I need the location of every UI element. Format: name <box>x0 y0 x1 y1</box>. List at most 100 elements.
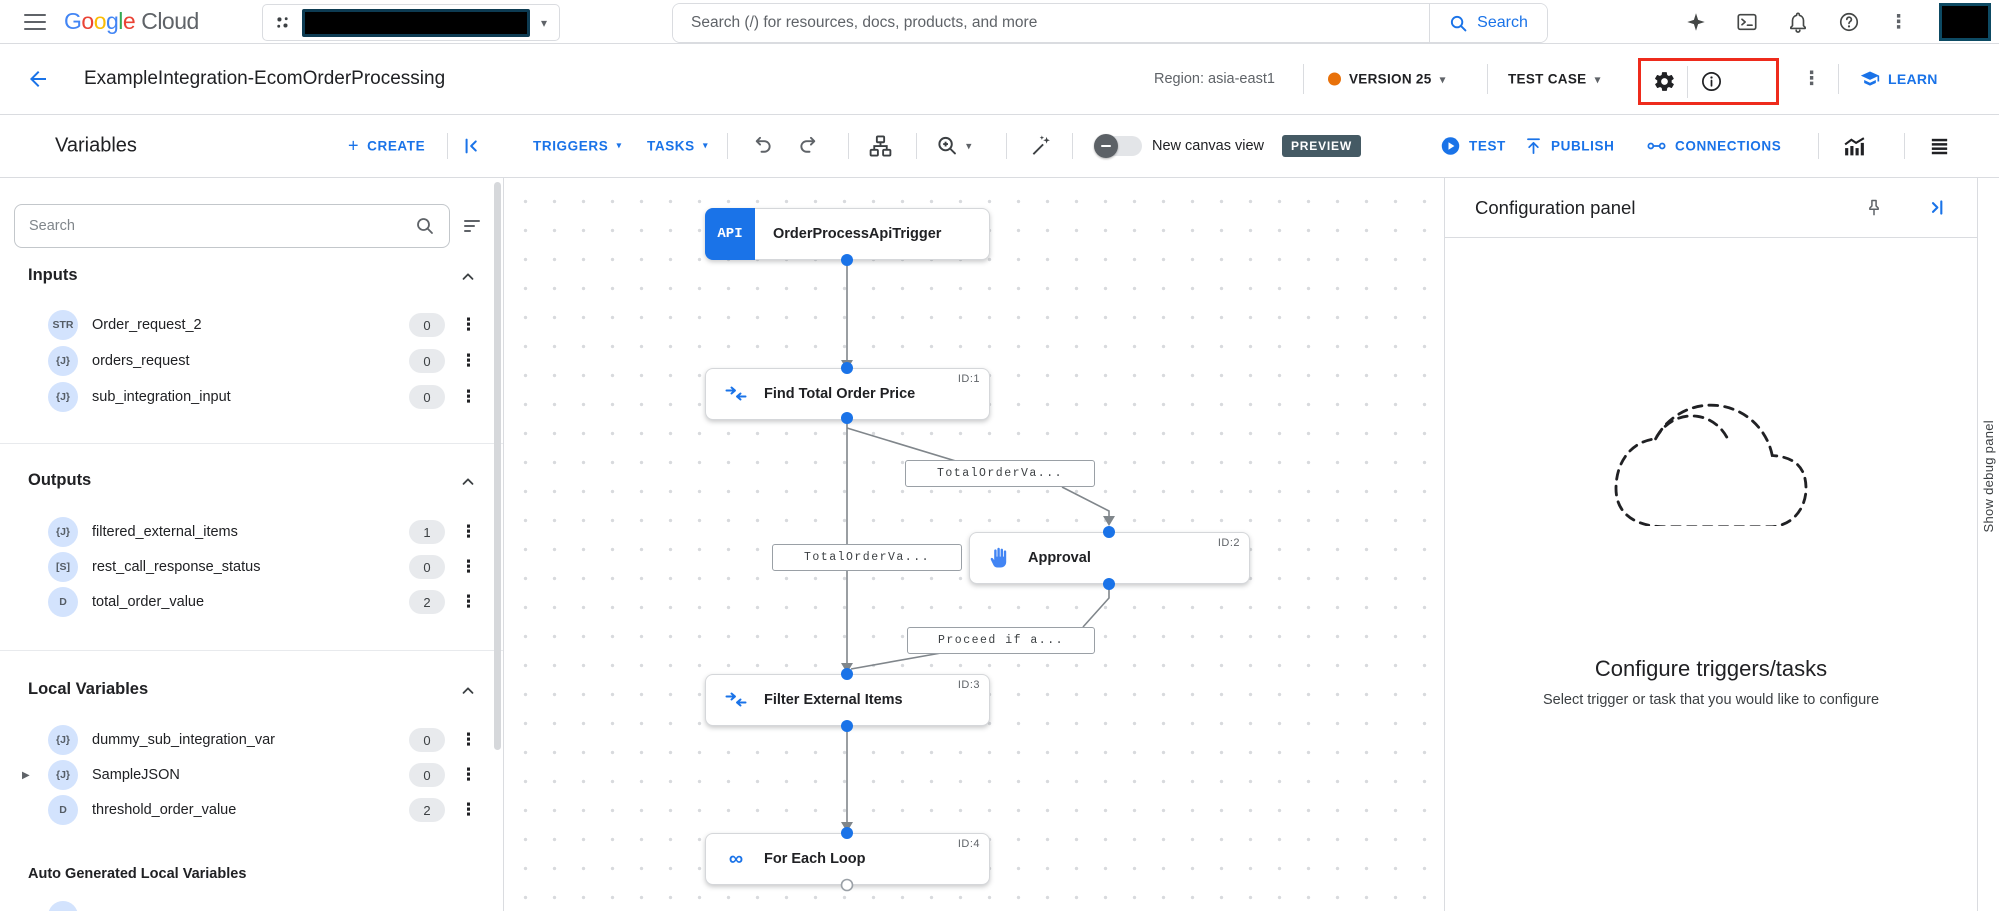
undo-icon[interactable] <box>750 135 773 158</box>
topbar-actions: ⋮ <box>1685 0 1991 44</box>
collapse-panel-icon[interactable] <box>462 135 484 157</box>
notifications-bell-icon[interactable] <box>1787 11 1809 33</box>
more-vertical-icon[interactable]: ⋮ <box>1889 11 1908 33</box>
hamburger-menu-icon[interactable] <box>24 14 46 30</box>
divider <box>1487 64 1488 94</box>
more-vertical-icon[interactable]: ⋮ <box>460 592 477 611</box>
learn-button[interactable]: LEARN <box>1860 69 1938 89</box>
caret-down-icon: ▾ <box>966 140 972 153</box>
node-id: ID:1 <box>957 373 980 385</box>
chevron-up-icon[interactable] <box>459 473 477 491</box>
variables-search-input[interactable] <box>29 218 407 234</box>
variables-panel-title: Variables <box>55 134 137 157</box>
project-selector[interactable]: ▾ <box>262 4 560 41</box>
more-vertical-icon[interactable]: ⋮ <box>460 557 477 576</box>
more-vertical-icon[interactable]: ⋮ <box>460 730 477 749</box>
caret-down-icon: ▾ <box>1594 72 1601 86</box>
test-button[interactable]: TEST <box>1440 136 1506 157</box>
auto-generated-section-title: Auto Generated Local Variables <box>28 866 247 882</box>
variable-row[interactable]: {J} filtered_external_items 1 ⋮ <box>0 514 503 550</box>
triggers-dropdown[interactable]: TRIGGERS ▾ <box>533 139 622 154</box>
variable-row[interactable]: {J} dummy_sub_integration_var 0 ⋮ <box>0 722 503 758</box>
settings-button[interactable] <box>1641 62 1687 102</box>
more-vertical-icon[interactable]: ⋮ <box>1802 68 1821 90</box>
node-approval[interactable]: Approval ID:2 <box>969 532 1250 584</box>
more-vertical-icon[interactable]: ⋮ <box>460 387 477 406</box>
variable-row[interactable]: STR Order_request_2 0 ⋮ <box>0 307 503 343</box>
variable-row[interactable]: [S] rest_call_response_status 0 ⋮ <box>0 549 503 585</box>
magic-edit-icon[interactable] <box>1030 135 1053 158</box>
node-filter-external-items[interactable]: Filter External Items ID:3 <box>705 674 990 726</box>
variable-row[interactable]: D threshold_order_value 2 ⋮ <box>0 792 503 828</box>
back-arrow-icon[interactable] <box>26 67 50 91</box>
variable-name: dummy_sub_integration_var <box>92 732 275 748</box>
divider <box>1303 64 1304 94</box>
test-case-label: TEST CASE <box>1508 71 1587 87</box>
info-button[interactable] <box>1688 62 1734 102</box>
chevron-up-icon[interactable] <box>459 268 477 286</box>
analytics-chart-icon[interactable] <box>1842 134 1867 159</box>
usage-count-badge: 2 <box>409 798 445 822</box>
cloud-shell-icon[interactable] <box>1736 11 1758 33</box>
gemini-sparkle-icon[interactable] <box>1685 11 1707 33</box>
variable-type-badge: D <box>48 587 78 617</box>
data-mapping-icon <box>722 688 750 712</box>
variable-row[interactable]: D total_order_value 2 ⋮ <box>0 584 503 620</box>
node-find-total-order-price[interactable]: Find Total Order Price ID:1 <box>705 368 990 420</box>
integration-header: ExampleIntegration-EcomOrderProcessing R… <box>0 44 1999 115</box>
help-icon[interactable] <box>1838 11 1860 33</box>
chevron-up-icon[interactable] <box>459 682 477 700</box>
avatar[interactable] <box>1939 3 1991 41</box>
task-list-icon[interactable] <box>1928 135 1951 158</box>
usage-count-badge: 1 <box>409 520 445 544</box>
more-vertical-icon[interactable]: ⋮ <box>460 315 477 334</box>
redo-icon[interactable] <box>798 135 821 158</box>
integration-canvas[interactable]: API OrderProcessApiTrigger Find Total Or… <box>505 178 1443 911</box>
variable-row[interactable]: {J} sub_integration_input 0 ⋮ <box>0 379 503 415</box>
zoom-in-icon <box>938 136 956 155</box>
show-debug-panel-tab[interactable]: Show debug panel <box>1977 178 1999 911</box>
auto-layout-icon[interactable] <box>868 134 893 159</box>
test-case-dropdown[interactable]: TEST CASE ▾ <box>1508 72 1601 87</box>
tasks-dropdown[interactable]: TASKS ▾ <box>647 139 708 154</box>
edge-label-proceed-if[interactable]: Proceed if a... <box>907 627 1095 654</box>
variable-name: total_order_value <box>92 594 205 610</box>
global-search-input[interactable] <box>673 4 1429 42</box>
global-search-button[interactable]: Search <box>1429 4 1547 42</box>
create-variable-button[interactable]: + CREATE <box>348 136 425 157</box>
node-api-trigger[interactable]: API OrderProcessApiTrigger <box>705 208 990 260</box>
publish-button[interactable]: PUBLISH <box>1524 137 1614 156</box>
version-dropdown[interactable]: VERSION 25 ▾ <box>1328 72 1446 87</box>
variable-type-badge: {J} <box>48 760 78 790</box>
expand-arrow-icon[interactable]: ▶ <box>22 769 30 781</box>
sort-icon[interactable] <box>462 216 482 236</box>
sidebar-scrollbar[interactable] <box>494 182 501 750</box>
node-label: Filter External Items <box>764 692 903 708</box>
more-vertical-icon[interactable]: ⋮ <box>460 765 477 784</box>
node-for-each-loop[interactable]: ∞ For Each Loop ID:4 <box>705 833 990 885</box>
more-vertical-icon[interactable]: ⋮ <box>460 522 477 541</box>
edge-label-total-order-value[interactable]: TotalOrderVa... <box>905 460 1095 487</box>
variable-name: sub_integration_input <box>92 389 231 405</box>
edge-label-total-order-value[interactable]: TotalOrderVa... <box>772 544 962 571</box>
zoom-control[interactable]: ▾ <box>936 135 972 158</box>
project-grid-icon <box>277 16 288 28</box>
new-canvas-view-toggle[interactable] <box>1094 134 1142 158</box>
loop-icon: ∞ <box>728 848 744 870</box>
more-vertical-icon[interactable]: ⋮ <box>460 800 477 819</box>
variable-row[interactable]: {J} orders_request 0 ⋮ <box>0 343 503 379</box>
more-vertical-icon[interactable]: ⋮ <box>460 351 477 370</box>
variable-row[interactable]: ▶ {J} SampleJSON 0 ⋮ <box>0 757 503 793</box>
pin-icon[interactable] <box>1864 198 1884 218</box>
variable-type-badge: [S] <box>48 552 78 582</box>
approval-hand-icon <box>986 546 1014 570</box>
variable-name: SampleJSON <box>92 767 180 783</box>
divider <box>727 133 728 159</box>
node-label: OrderProcessApiTrigger <box>773 226 942 242</box>
connections-button[interactable]: CONNECTIONS <box>1646 136 1781 157</box>
caret-down-icon: ▾ <box>540 15 547 30</box>
logo-letter: G <box>64 8 82 34</box>
global-search: Search <box>672 3 1548 43</box>
collapse-right-icon[interactable] <box>1926 197 1947 218</box>
